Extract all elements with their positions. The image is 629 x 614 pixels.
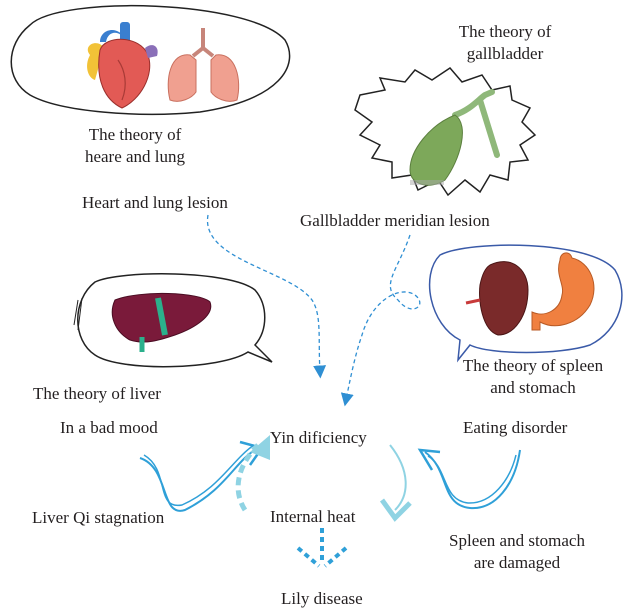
arrow-yin-to-heat [382,445,410,518]
gallbladder-theory-label: The theory of gallbladder [440,21,570,65]
spleen-damaged-line1: Spleen and stomach [432,530,602,552]
heart-lung-bubble [11,6,289,115]
heart-lung-theory-label: The theory of heare and lung [70,124,200,168]
internal-heat-node: Internal heat [270,506,355,528]
gallbladder-theory-line2: gallbladder [440,43,570,65]
heart-lung-lesion-label: Heart and lung lesion [82,192,228,214]
gallbladder-bubble [355,68,535,195]
yin-deficiency-node: Yin dificiency [270,427,367,449]
arrow-eating-disorder [420,450,520,508]
spleen-stomach-theory-line2: and stomach [448,377,618,399]
gallbladder-theory-line1: The theory of [440,21,570,43]
arrow-liver-qi [140,442,262,511]
dashed-arrow-gallbladder [346,235,420,400]
spleen-stomach-theory-line1: The theory of spleen [448,355,618,377]
spleen-damaged-line2: are damaged [432,552,602,574]
bad-mood-label: In a bad mood [60,417,158,439]
arrow-to-lily [298,528,346,566]
spleen-damaged-label: Spleen and stomach are damaged [432,530,602,574]
gallbladder-lesion-label: Gallbladder meridian lesion [300,210,490,232]
eating-disorder-label: Eating disorder [463,417,567,439]
heart-lung-theory-line1: The theory of [70,124,200,146]
heart-lung-theory-line2: heare and lung [70,146,200,168]
liver-theory-label: The theory of liver [33,383,161,405]
liver-bubble [74,274,272,367]
lily-disease-node: Lily disease [281,588,363,610]
spleen-stomach-bubble [430,245,622,360]
liver-qi-label: Liver Qi stagnation [32,507,164,529]
arrow-heat-to-yin [238,435,270,510]
spleen-stomach-theory-label: The theory of spleen and stomach [448,355,618,399]
